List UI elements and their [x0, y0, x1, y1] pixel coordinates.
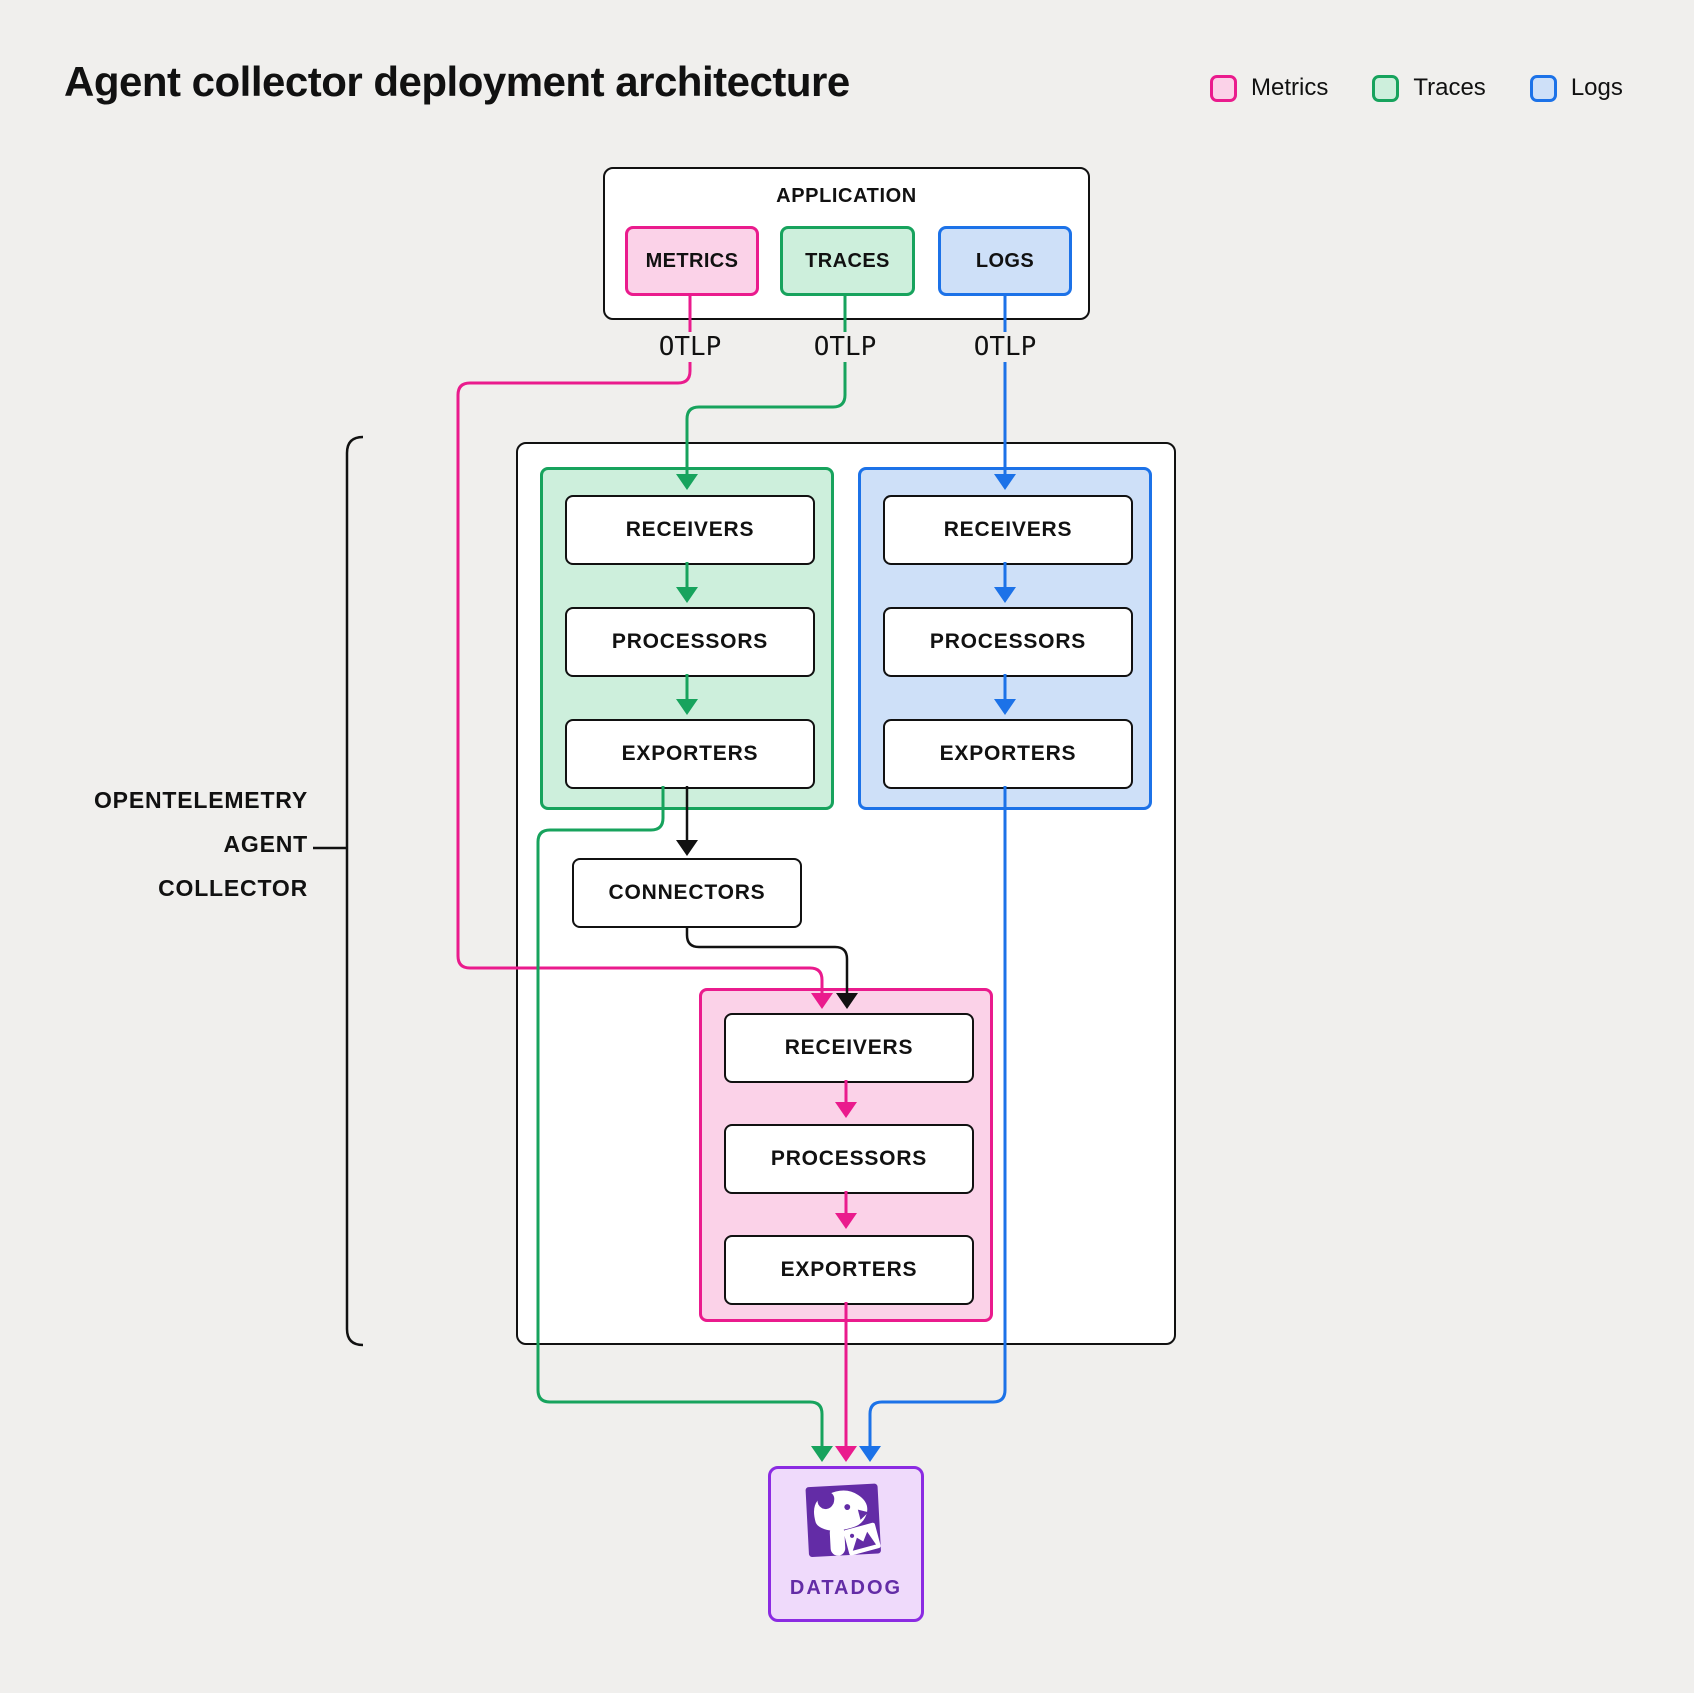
logs-export-arrowhead — [859, 1446, 881, 1462]
datadog-logo — [805, 1483, 881, 1557]
page-title: Agent collector deployment architecture — [64, 58, 850, 105]
bracket-label-line-1: OPENTELEMETRY — [93, 787, 308, 813]
bracket-line — [345, 435, 364, 1347]
logs-exporters-box: EXPORTERS — [883, 719, 1133, 789]
legend-label-logs: Logs — [1570, 74, 1623, 101]
legend-item-traces: Traces — [1372, 74, 1486, 102]
logs-swatch-icon — [1529, 74, 1557, 102]
metrics-exporters-box: EXPORTERS — [724, 1235, 974, 1305]
application-traces-chip: TRACES — [780, 226, 915, 296]
collector-bracket-label: OPENTELEMETRY AGENT COLLECTOR — [58, 778, 308, 910]
application-box: APPLICATION METRICS TRACES LOGS — [603, 167, 1090, 320]
traces-pipeline-box: RECEIVERS PROCESSORS EXPORTERS — [540, 467, 834, 810]
application-label: APPLICATION — [776, 185, 917, 207]
traces-processors-box: PROCESSORS — [565, 607, 815, 677]
bracket-label-line-3: COLLECTOR — [158, 875, 308, 901]
otlp-label-logs: OTLP — [968, 332, 1042, 362]
metrics-pipeline-box: RECEIVERS PROCESSORS EXPORTERS — [699, 988, 993, 1322]
application-logs-chip: LOGS — [938, 226, 1072, 296]
legend-label-traces: Traces — [1413, 74, 1486, 101]
legend: Metrics Traces Logs — [1210, 74, 1623, 102]
legend-item-logs: Logs — [1529, 74, 1623, 102]
application-metrics-chip: METRICS — [625, 226, 759, 296]
datadog-box: DATADOG — [768, 1466, 924, 1622]
connectors-box: CONNECTORS — [572, 858, 802, 928]
metrics-receivers-box: RECEIVERS — [724, 1013, 974, 1083]
bracket-label-line-2: AGENT — [223, 831, 308, 857]
logs-processors-box: PROCESSORS — [883, 607, 1133, 677]
traces-swatch-icon — [1372, 74, 1400, 102]
traces-receivers-box: RECEIVERS — [565, 495, 815, 565]
legend-label-metrics: Metrics — [1251, 74, 1329, 101]
traces-export-arrowhead — [811, 1446, 833, 1462]
metrics-export-arrowhead — [835, 1446, 857, 1462]
logs-pipeline-box: RECEIVERS PROCESSORS EXPORTERS — [858, 467, 1152, 810]
datadog-label: DATADOG — [789, 1577, 903, 1599]
otlp-label-metrics: OTLP — [653, 332, 727, 362]
metrics-processors-box: PROCESSORS — [724, 1124, 974, 1194]
legend-item-metrics: Metrics — [1210, 74, 1328, 102]
metrics-swatch-icon — [1210, 74, 1237, 102]
otlp-label-traces: OTLP — [808, 332, 882, 362]
logs-receivers-box: RECEIVERS — [883, 495, 1133, 565]
traces-exporters-box: EXPORTERS — [565, 719, 815, 789]
